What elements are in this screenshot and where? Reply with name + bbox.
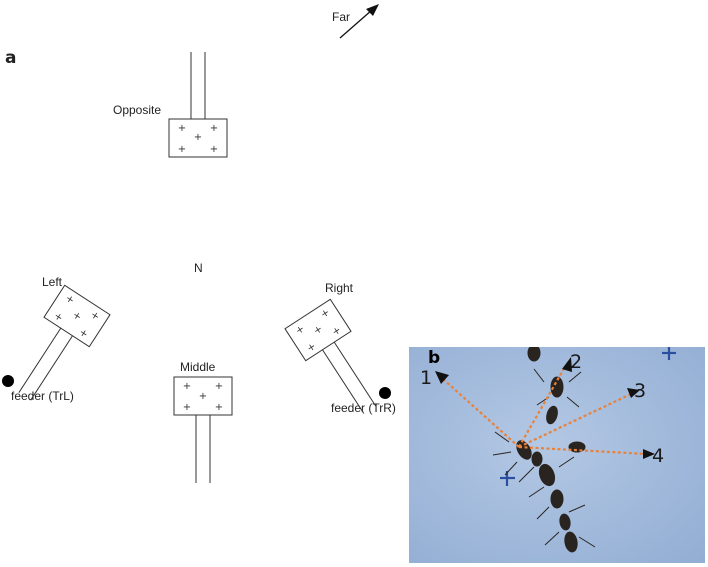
right-label: Right <box>325 281 354 295</box>
feeder-left-dot <box>2 375 14 387</box>
arrow-number-2: 2 <box>570 351 583 373</box>
svg-text:+: + <box>215 381 223 392</box>
arrow-number-4: 4 <box>652 445 665 467</box>
north-label: N <box>194 261 203 275</box>
svg-text:+: + <box>178 144 186 155</box>
ant-photo <box>409 347 705 563</box>
svg-text:+: + <box>183 381 191 392</box>
feeder-right-dot <box>379 387 391 399</box>
svg-text:+: + <box>199 391 207 402</box>
arrow-number-1: 1 <box>420 367 433 389</box>
svg-text:+: + <box>183 402 191 413</box>
far-label: Far <box>332 10 350 24</box>
opposite-label: Opposite <box>113 103 162 117</box>
feeder-right-label: feeder (TrR) <box>331 401 396 415</box>
svg-text:+: + <box>215 402 223 413</box>
far-arrow <box>339 4 379 39</box>
left-label: Left <box>42 275 63 289</box>
svg-text:+: + <box>194 132 202 143</box>
panel-b-label: b <box>428 348 441 368</box>
right-arm: ++ + ++ <box>284 298 377 414</box>
middle-arm: + + + + + <box>173 376 233 483</box>
svg-text:+: + <box>210 144 218 155</box>
left-arm: ++ + ++ <box>18 284 111 401</box>
feeder-left-label: feeder (TrL) <box>11 389 74 403</box>
arrow-number-3: 3 <box>634 380 647 402</box>
svg-text:+: + <box>210 123 218 134</box>
svg-text:+: + <box>178 123 186 134</box>
middle-label: Middle <box>180 360 216 374</box>
opposite-arm: + + + + + <box>168 52 228 158</box>
panel-a-label: a <box>5 48 17 68</box>
